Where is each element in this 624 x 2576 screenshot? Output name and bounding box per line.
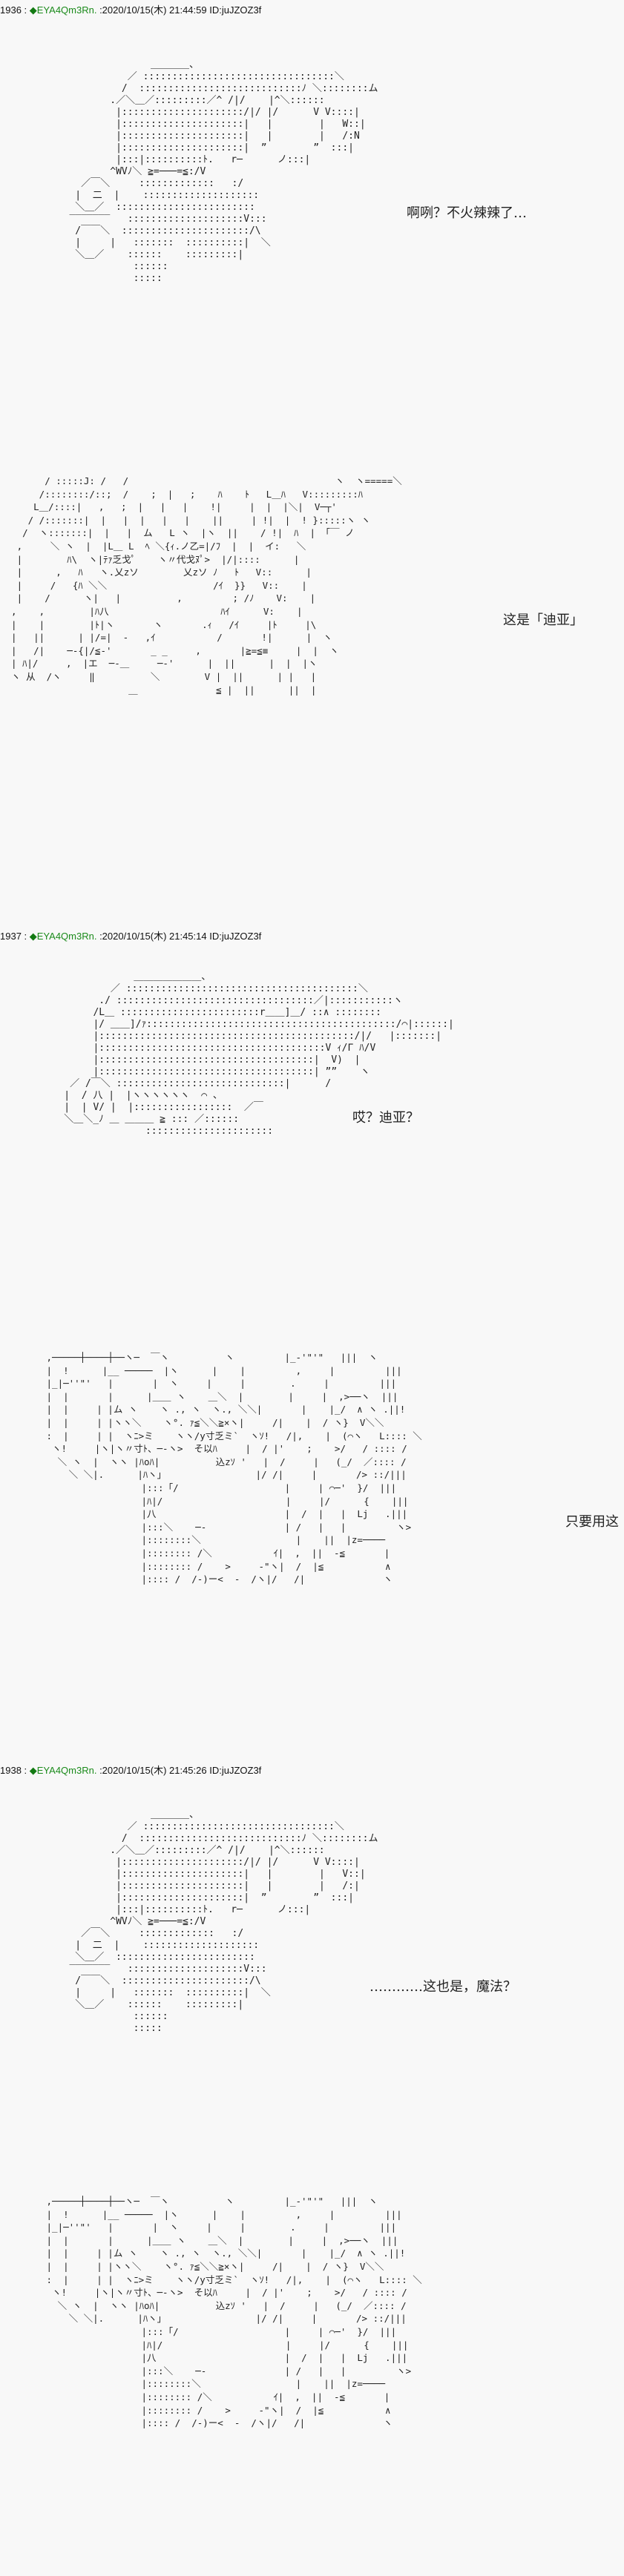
trip-diamond-icon: ◆ <box>29 1765 37 1776</box>
ascii-art-panel: ＿＿＿＿、 ／ ::::::::::::::::::::::::::::::::… <box>69 1809 378 2034</box>
ascii-art-panel: ＿＿＿＿、 ／ ::::::::::::::::::::::::::::::::… <box>69 59 378 284</box>
ascii-art-panel: ,─────┼────┼──ヽ─ ￣ヽ ヽ |_‐'"'" ||| ヽ | ! … <box>46 2196 422 2429</box>
separator: : <box>21 931 30 942</box>
separator: : <box>21 4 30 16</box>
dialog-text: 只要用这 <box>565 1514 619 1530</box>
dialog-text: …………这也是，魔法？ <box>370 1979 516 1995</box>
post-header: 1936 : ◆EYA4Qm3Rn. :2020/10/15(木) 21:44:… <box>0 4 261 16</box>
trip-name[interactable]: EYA4Qm3Rn. <box>36 931 97 942</box>
trip-name[interactable]: EYA4Qm3Rn. <box>36 1765 97 1776</box>
ascii-art-panel: ,─────┼────┼──ヽ─ ￣ヽ ヽ |_‐'"'" ||| ヽ | ! … <box>46 1352 422 1585</box>
dialog-text: 哎？迪亚？ <box>352 1110 419 1126</box>
separator: : <box>21 1765 30 1776</box>
ascii-art-panel: ＿＿＿＿＿＿＿、 ／ :::::::::::::::::::::::::::::… <box>64 971 454 1137</box>
post-meta: :2020/10/15(木) 21:45:26 ID:juJZOZ3f <box>96 1765 262 1776</box>
post-number: 1937 <box>0 931 22 942</box>
dialog-text: 这是「迪亚」 <box>503 612 583 628</box>
dialog-text: 啊咧？不火辣辣了… <box>407 205 527 221</box>
trip-diamond-icon: ◆ <box>29 4 37 16</box>
post-header: 1938 : ◆EYA4Qm3Rn. :2020/10/15(木) 21:45:… <box>0 1765 261 1777</box>
trip-diamond-icon: ◆ <box>29 931 37 942</box>
post-number: 1938 <box>0 1765 22 1776</box>
post-meta: :2020/10/15(木) 21:45:14 ID:juJZOZ3f <box>96 931 262 942</box>
post-header: 1937 : ◆EYA4Qm3Rn. :2020/10/15(木) 21:45:… <box>0 931 261 942</box>
trip-name[interactable]: EYA4Qm3Rn. <box>36 4 97 16</box>
ascii-art-panel: / :::::J: / / ヽ ヽ=====＼ /::::::::/::; / … <box>11 475 402 696</box>
post-number: 1936 <box>0 4 22 16</box>
post-meta: :2020/10/15(木) 21:44:59 ID:juJZOZ3f <box>96 4 262 16</box>
